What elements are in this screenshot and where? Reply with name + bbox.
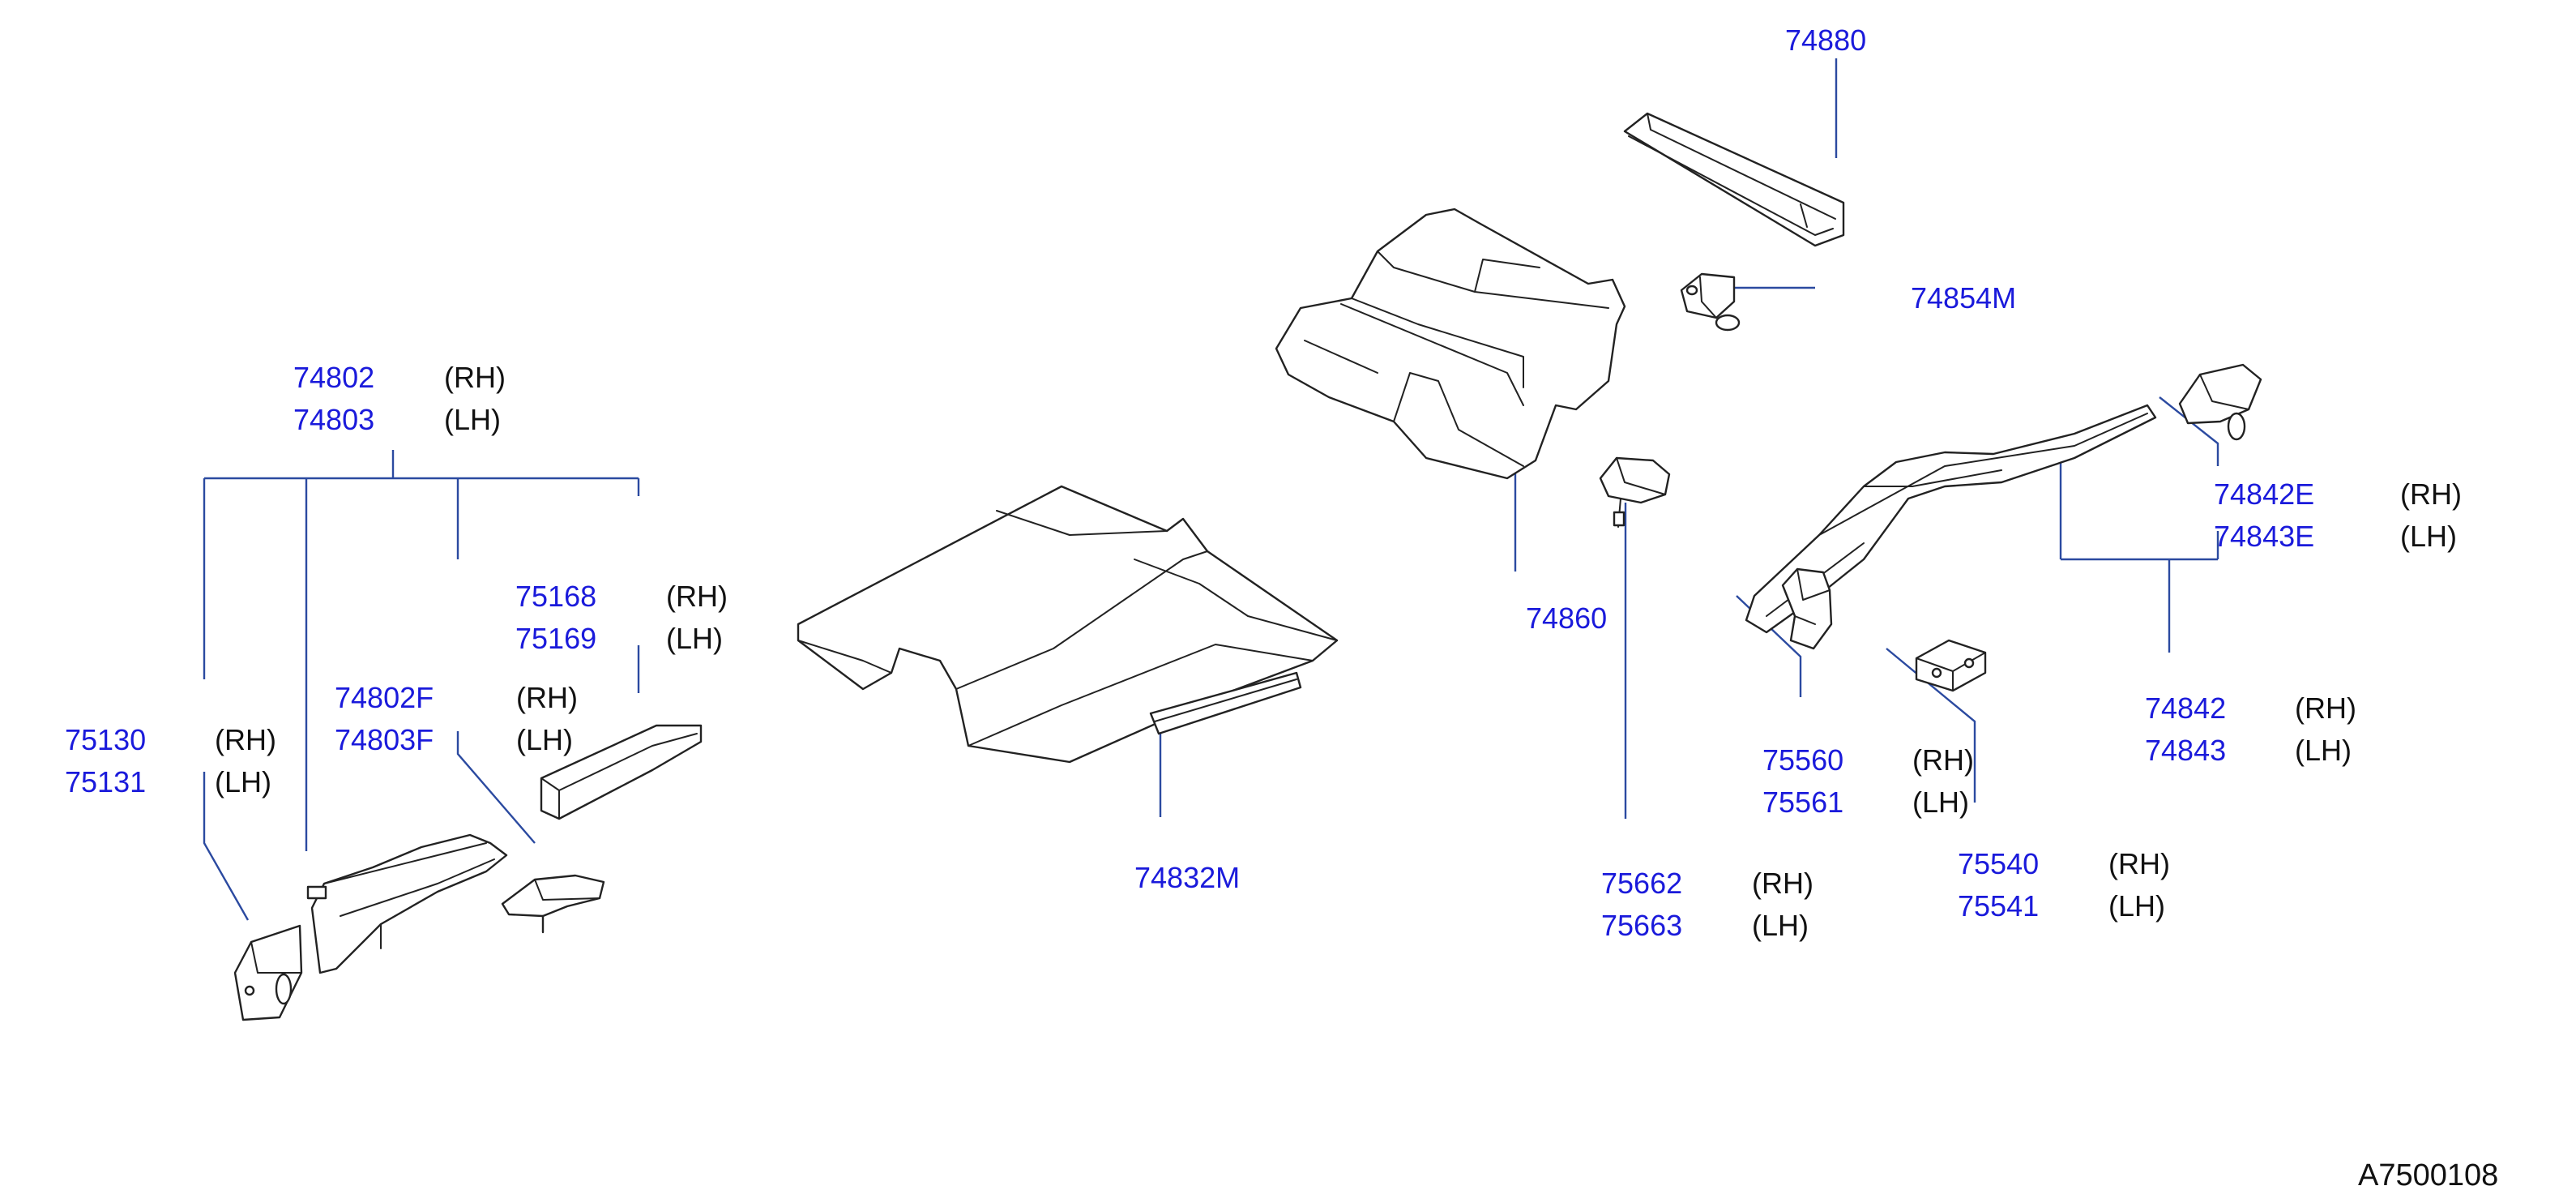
part-74802F-drawing: [501, 874, 605, 934]
side-label-lh: (LH): [666, 622, 723, 655]
side-label-lh: (LH): [2108, 889, 2165, 923]
part-number-75541[interactable]: 75541: [1958, 889, 2039, 923]
side-label-rh: (RH): [215, 723, 276, 756]
side-label-lh: (LH): [444, 403, 501, 436]
leader-74802F: [456, 731, 536, 844]
part-number-74860[interactable]: 74860: [1526, 602, 1607, 635]
leader-75130: [203, 772, 250, 921]
part-number-74843[interactable]: 74843: [2145, 734, 2226, 767]
side-label-lh: (LH): [2400, 520, 2457, 553]
side-label-rh: (RH): [516, 681, 578, 714]
leader-74842-group: [2059, 396, 2219, 653]
part-75168-drawing: [540, 724, 703, 820]
part-number-75169[interactable]: 75169: [515, 622, 596, 655]
diagram-reference-code: A7500108: [2358, 1158, 2498, 1192]
side-label-rh: (RH): [444, 361, 506, 394]
part-number-75560[interactable]: 75560: [1762, 743, 1843, 777]
part-74832M-rail-drawing: [1149, 671, 1302, 735]
side-label-rh: (RH): [1912, 743, 1974, 777]
side-label-rh: (RH): [666, 580, 728, 613]
side-label-rh: (RH): [2295, 691, 2356, 725]
side-label-rh: (RH): [2108, 847, 2170, 880]
part-74860-drawing: [1275, 208, 1626, 480]
side-label-lh: (LH): [2295, 734, 2352, 767]
part-number-75131[interactable]: 75131: [65, 765, 146, 798]
leader-74802-group: [203, 450, 640, 851]
part-number-74802[interactable]: 74802: [293, 361, 374, 394]
part-74802-drawing: [306, 833, 508, 974]
part-number-74803[interactable]: 74803: [293, 403, 374, 436]
part-number-74802F[interactable]: 74802F: [335, 681, 434, 714]
side-label-lh: (LH): [1752, 909, 1809, 942]
part-number-74832M[interactable]: 74832M: [1134, 861, 1240, 894]
part-number-75561[interactable]: 75561: [1762, 786, 1843, 819]
side-label-lh: (LH): [516, 723, 573, 756]
part-74854M-drawing: [1680, 272, 1741, 332]
labels: 74880 74854M 74802 (RH) 74803 (LH) 75168…: [65, 24, 2498, 1192]
side-label-rh: (RH): [1752, 867, 1813, 900]
part-number-74880[interactable]: 74880: [1785, 24, 1866, 57]
part-74832M-drawing: [797, 485, 1339, 764]
part-number-75662[interactable]: 75662: [1601, 867, 1682, 900]
part-74880-drawing: [1623, 112, 1845, 247]
part-number-74842[interactable]: 74842: [2145, 691, 2226, 725]
side-label-rh: (RH): [2400, 477, 2462, 511]
part-75540-drawing: [1915, 639, 1987, 692]
part-number-75540[interactable]: 75540: [1958, 847, 2039, 880]
part-number-75663[interactable]: 75663: [1601, 909, 1682, 942]
part-number-74842E[interactable]: 74842E: [2214, 477, 2314, 511]
part-number-74854M[interactable]: 74854M: [1911, 281, 2016, 315]
side-label-lh: (LH): [1912, 786, 1969, 819]
part-number-74843E[interactable]: 74843E: [2214, 520, 2314, 553]
part-number-75168[interactable]: 75168: [515, 580, 596, 613]
part-75662-drawing: [1599, 456, 1671, 528]
part-74842E-drawing: [2178, 363, 2262, 441]
part-75130-drawing: [233, 924, 303, 1021]
side-label-lh: (LH): [215, 765, 271, 798]
part-number-74803F[interactable]: 74803F: [335, 723, 434, 756]
part-number-75130[interactable]: 75130: [65, 723, 146, 756]
part-75560-drawing: [1781, 567, 1833, 650]
